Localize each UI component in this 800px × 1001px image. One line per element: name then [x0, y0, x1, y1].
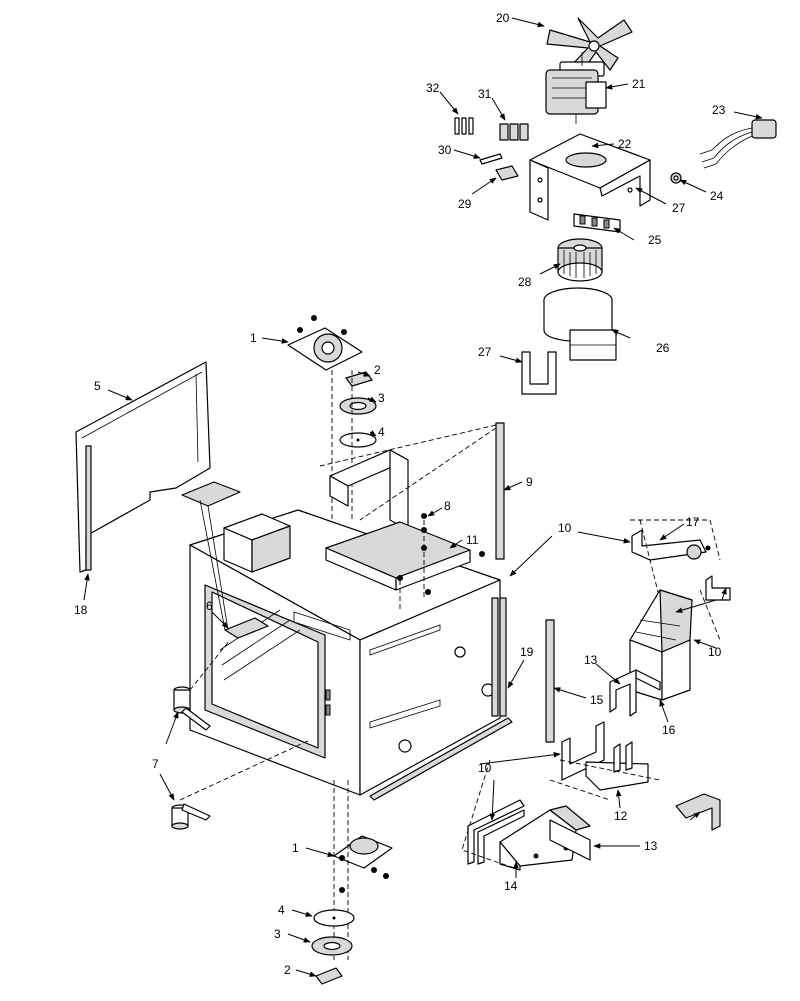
callout-32: 32: [426, 81, 440, 95]
stirrer-blade-bottom-part: [311, 936, 353, 956]
stirrer-blade-top-part: [339, 397, 377, 415]
callout-19: 19: [520, 645, 534, 659]
callout-10-right: 10: [708, 645, 722, 659]
stirrer-disk-bottom-part: [313, 909, 355, 927]
transformer-part: [223, 513, 291, 573]
stirrer-motor-top-part: [287, 315, 363, 371]
trim-strip-9-part: [495, 422, 505, 560]
callout-10-middle: 10: [478, 761, 492, 775]
trim-strip-15-part: [545, 619, 555, 743]
callout-24: 24: [710, 189, 724, 203]
bracket-12-part: [585, 741, 649, 791]
callout-7-upper: 7: [152, 757, 159, 771]
callout-9: 9: [526, 475, 533, 489]
callout-23: 23: [712, 103, 726, 117]
bracket-17-part: [631, 529, 711, 561]
callout-3-upper: 3: [378, 391, 385, 405]
callout-15: 15: [590, 693, 604, 707]
terminal-block-part: [573, 213, 621, 233]
callout-5: 5: [94, 379, 101, 393]
callout-labels: 20 21 22 23 24 25 26 27 27 28 29 30 31 3…: [74, 11, 726, 977]
blower-housing-part: [543, 287, 617, 361]
side-panel-part: [75, 361, 211, 573]
blower-wheel-part: [557, 238, 603, 282]
callout-6: 6: [206, 599, 213, 613]
trim-strip-18-part: [85, 445, 92, 571]
callout-4-upper: 4: [378, 425, 385, 439]
callout-18: 18: [74, 603, 88, 617]
foot-7-lower-part: [171, 803, 211, 830]
callout-27-upper: 27: [672, 201, 686, 215]
callout-2-lower: 2: [284, 963, 291, 977]
fan-blade-part: [546, 17, 633, 79]
callout-14: 14: [504, 879, 518, 893]
callout-13-lower: 13: [644, 839, 658, 853]
motor-bracket-part: [529, 133, 651, 221]
fan-motor-part: [545, 52, 607, 124]
insulation-6-part: [181, 481, 269, 639]
bracket-10-middle-part: [561, 721, 605, 781]
bottom-trim-part: [369, 717, 513, 801]
bracket-10-right-part: [705, 575, 731, 601]
callout-10-top: 10: [558, 521, 572, 535]
callout-8: 8: [444, 499, 451, 513]
wire-connectors-part: [454, 117, 529, 181]
callout-1-lower: 1: [292, 841, 299, 855]
u-channel-27-part: [521, 351, 557, 395]
callout-4-lower: 4: [278, 903, 285, 917]
stirrer-clip-top-part: [345, 371, 373, 387]
stirrer-disk-top-part: [339, 432, 377, 448]
callout-27-lower: 27: [478, 345, 492, 359]
trim-strip-19-part: [491, 597, 507, 717]
callout-31: 31: [478, 87, 492, 101]
callout-29: 29: [458, 197, 472, 211]
stirrer-clip-bottom-part: [315, 967, 343, 985]
callout-30: 30: [438, 143, 452, 157]
screws-8-part: [397, 513, 485, 595]
callout-20: 20: [496, 11, 510, 25]
waveguide-11-part: [325, 521, 471, 591]
callout-2-upper: 2: [374, 363, 381, 377]
callout-28: 28: [518, 275, 532, 289]
bracket-13-lower-part: [675, 793, 721, 831]
callout-12: 12: [614, 809, 628, 823]
callout-21: 21: [632, 77, 646, 91]
callout-11: 11: [466, 533, 479, 547]
callout-26: 26: [656, 341, 670, 355]
chute-16-part: [629, 589, 693, 701]
callout-25: 25: [648, 233, 662, 247]
callout-16: 16: [662, 723, 676, 737]
stirrer-motor-bottom-part: [333, 835, 393, 893]
power-cord-part: [699, 119, 777, 169]
callout-3-lower: 3: [274, 927, 281, 941]
callout-22: 22: [618, 137, 632, 151]
grommet-part: [670, 172, 682, 184]
callout-1-upper: 1: [250, 331, 257, 345]
bracket-10-lower-part: [467, 799, 525, 865]
bracket-13-lower-left-part: [549, 819, 591, 861]
top-bracket-part: [329, 449, 409, 531]
callout-17: 17: [686, 515, 700, 529]
callout-13-upper: 13: [584, 653, 598, 667]
